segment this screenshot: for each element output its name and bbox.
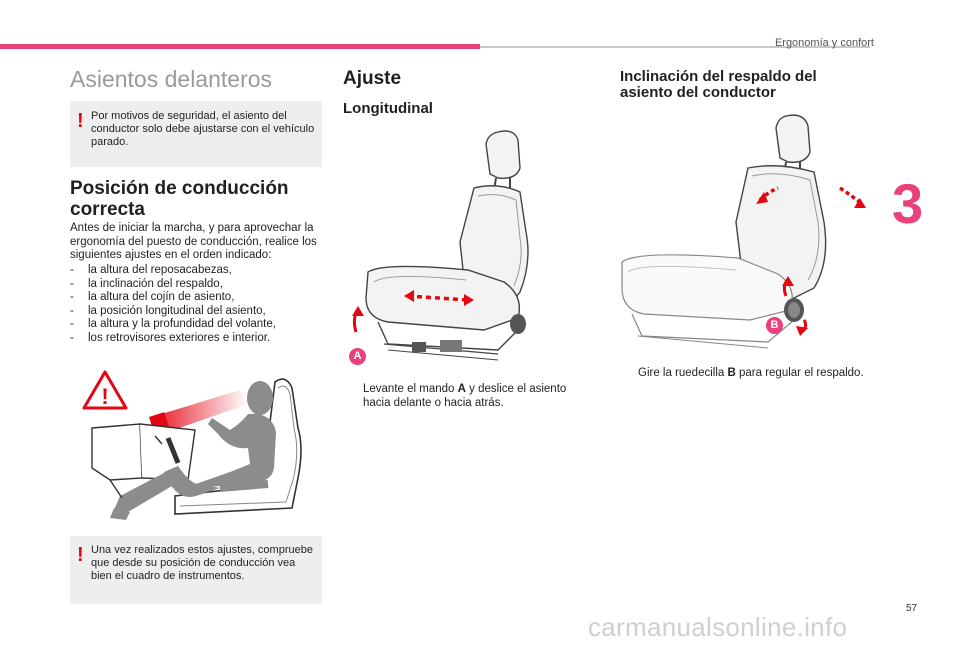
seat-longitudinal-illustration: [352, 130, 529, 361]
list-item: los retrovisores exteriores e interior.: [70, 332, 326, 346]
warning-exclamation-icon: !: [77, 110, 84, 132]
safety-note-box: ! Por motivos de seguridad, el asiento d…: [70, 101, 322, 167]
chapter-title: Ergonomía y confort: [774, 37, 874, 49]
chapter-number: 3: [892, 172, 924, 235]
page-number: 57: [906, 603, 918, 614]
section-title-adjustment: Ajuste: [343, 68, 402, 89]
seat-backrest-illustration: [621, 114, 866, 349]
list-item: la altura del reposacabezas,: [70, 264, 326, 278]
backrest-instruction: Gire la ruedecilla B para regular el res…: [638, 367, 864, 379]
header-accent-bar: [0, 44, 480, 49]
list-item: la inclinación del respaldo,: [70, 278, 326, 292]
page-title: Asientos delanteros: [70, 66, 273, 92]
driving-position-intro: Antes de iniciar la marcha, y para aprov…: [70, 222, 317, 261]
instrument-visibility-note-box: ! Una vez realizados estos ajustes, comp…: [70, 536, 322, 604]
header-rule: [480, 46, 870, 48]
list-item: la altura del cojín de asiento,: [70, 291, 326, 305]
section-title-backrest-tilt: Inclinación del respaldo del asiento del…: [620, 68, 817, 101]
list-item: la altura y la profundidad del volante,: [70, 318, 326, 332]
warning-triangle-icon: !: [82, 370, 128, 410]
sightline-beam: [155, 390, 248, 434]
instrument-visibility-note-text: Una vez realizados estos ajustes, compru…: [91, 544, 313, 582]
warning-exclamation-icon: !: [77, 544, 84, 566]
section-title-driving-position: Posición de conducción correcta: [70, 178, 289, 220]
control-label-a: A: [349, 348, 366, 365]
safety-note-text: Por motivos de seguridad, el asiento del…: [91, 110, 315, 148]
driving-posture-illustration: !: [82, 370, 302, 520]
watermark: carmanualsonline.info: [588, 612, 848, 642]
subsection-title-longitudinal: Longitudinal: [343, 100, 433, 117]
longitudinal-instruction: Levante el mando A y deslice el asiento …: [363, 383, 567, 409]
svg-text:!: !: [101, 384, 108, 409]
list-item: la posición longitudinal del asiento,: [70, 305, 326, 319]
control-label-b: B: [766, 317, 783, 334]
adjustment-steps-list: la altura del reposacabezas, la inclinac…: [70, 264, 326, 345]
